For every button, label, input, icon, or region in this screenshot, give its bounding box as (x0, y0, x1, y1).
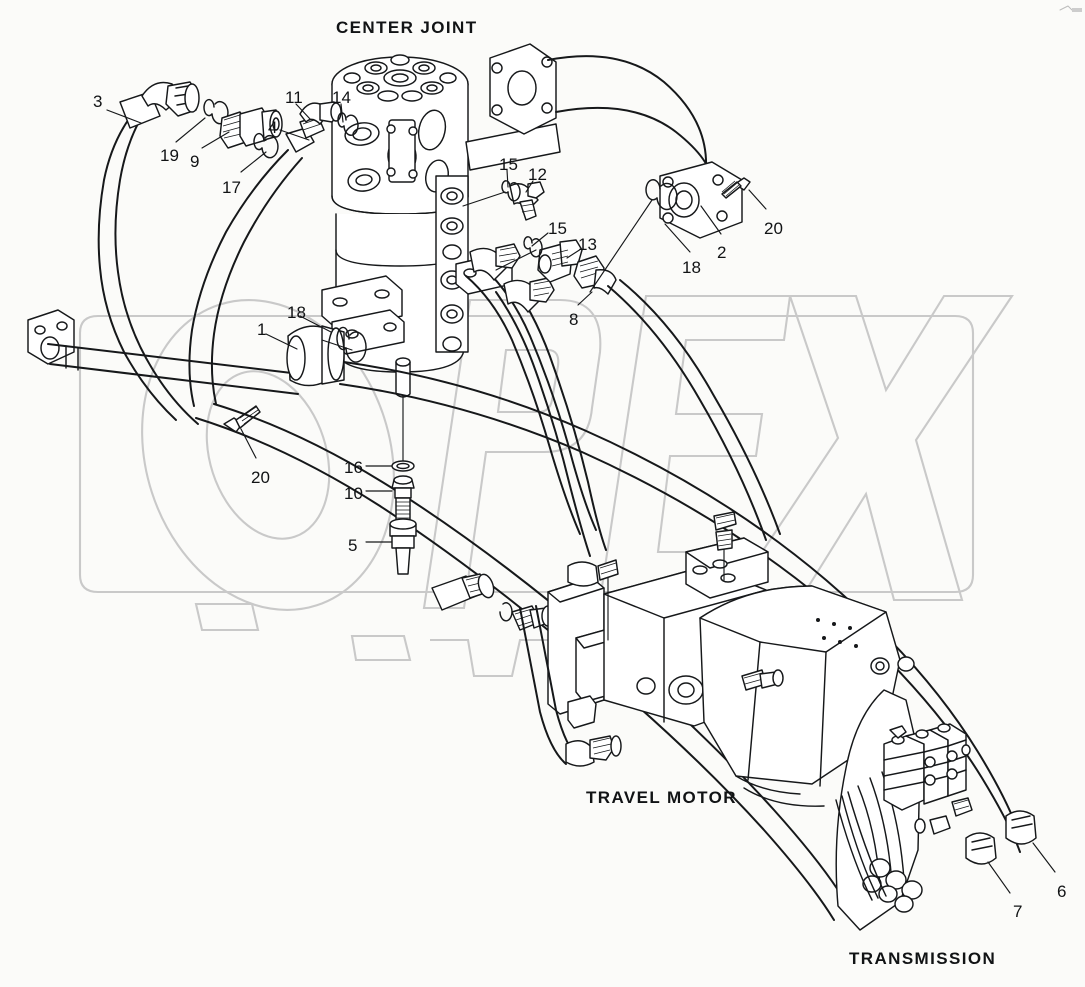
callout-17: 17 (222, 178, 241, 197)
callout-3: 3 (93, 92, 103, 111)
bolt-20-left (223, 405, 261, 433)
callout-7: 7 (1013, 902, 1023, 921)
callout-8: 8 (569, 310, 579, 329)
callout-leader-lines (106, 103, 1056, 894)
callout-12: 12 (528, 165, 547, 184)
callout-6: 6 (1057, 882, 1067, 901)
callout-13: 13 (578, 235, 597, 254)
motor-left-fitting (597, 559, 619, 641)
transmission-hose-ports (835, 791, 923, 913)
callout-4: 4 (268, 118, 278, 137)
top-right-mark (1059, 5, 1082, 12)
callout-18-left: 18 (287, 303, 306, 322)
callout-11: 11 (285, 88, 303, 107)
callout-15-upper: 15 (499, 155, 518, 174)
hose-bundle-center-to-motor (465, 180, 781, 557)
hose-4-assembly (188, 101, 359, 407)
callout-19: 19 (160, 146, 179, 165)
callout-15-lower: 15 (548, 219, 567, 238)
callout-5: 5 (348, 536, 358, 555)
callout-16: 16 (344, 458, 363, 477)
callout-10: 10 (344, 484, 363, 503)
callout-2: 2 (717, 243, 727, 262)
hose-top-right (547, 55, 751, 239)
connector-9 (219, 107, 283, 149)
caption-travel-motor: TRAVEL MOTOR (586, 788, 737, 807)
callout-18-right: 18 (682, 258, 701, 277)
transmission-assembly (835, 689, 1037, 931)
fitting-stack-16-10-5 (389, 395, 417, 575)
center-joint-assembly (321, 54, 513, 398)
callout-14: 14 (332, 88, 351, 107)
motor-top-fitting (713, 511, 737, 581)
callout-20-left: 20 (251, 468, 270, 487)
hose-3-assembly (97, 81, 283, 425)
callout-1: 1 (257, 320, 267, 339)
watermark-frame (78, 314, 975, 594)
tube-1-assembly (27, 309, 367, 433)
center-joint-top-bolts (343, 54, 457, 102)
callout-9: 9 (190, 152, 200, 171)
travel-motor-assembly (519, 511, 915, 807)
center-joint-side-spout (465, 43, 561, 171)
caption-center-joint: CENTER JOINT (336, 18, 478, 37)
callout-20-right: 20 (764, 219, 783, 238)
caption-transmission: TRANSMISSION (849, 949, 997, 968)
bolt-20-right (721, 177, 751, 199)
valve-bank (883, 723, 971, 811)
